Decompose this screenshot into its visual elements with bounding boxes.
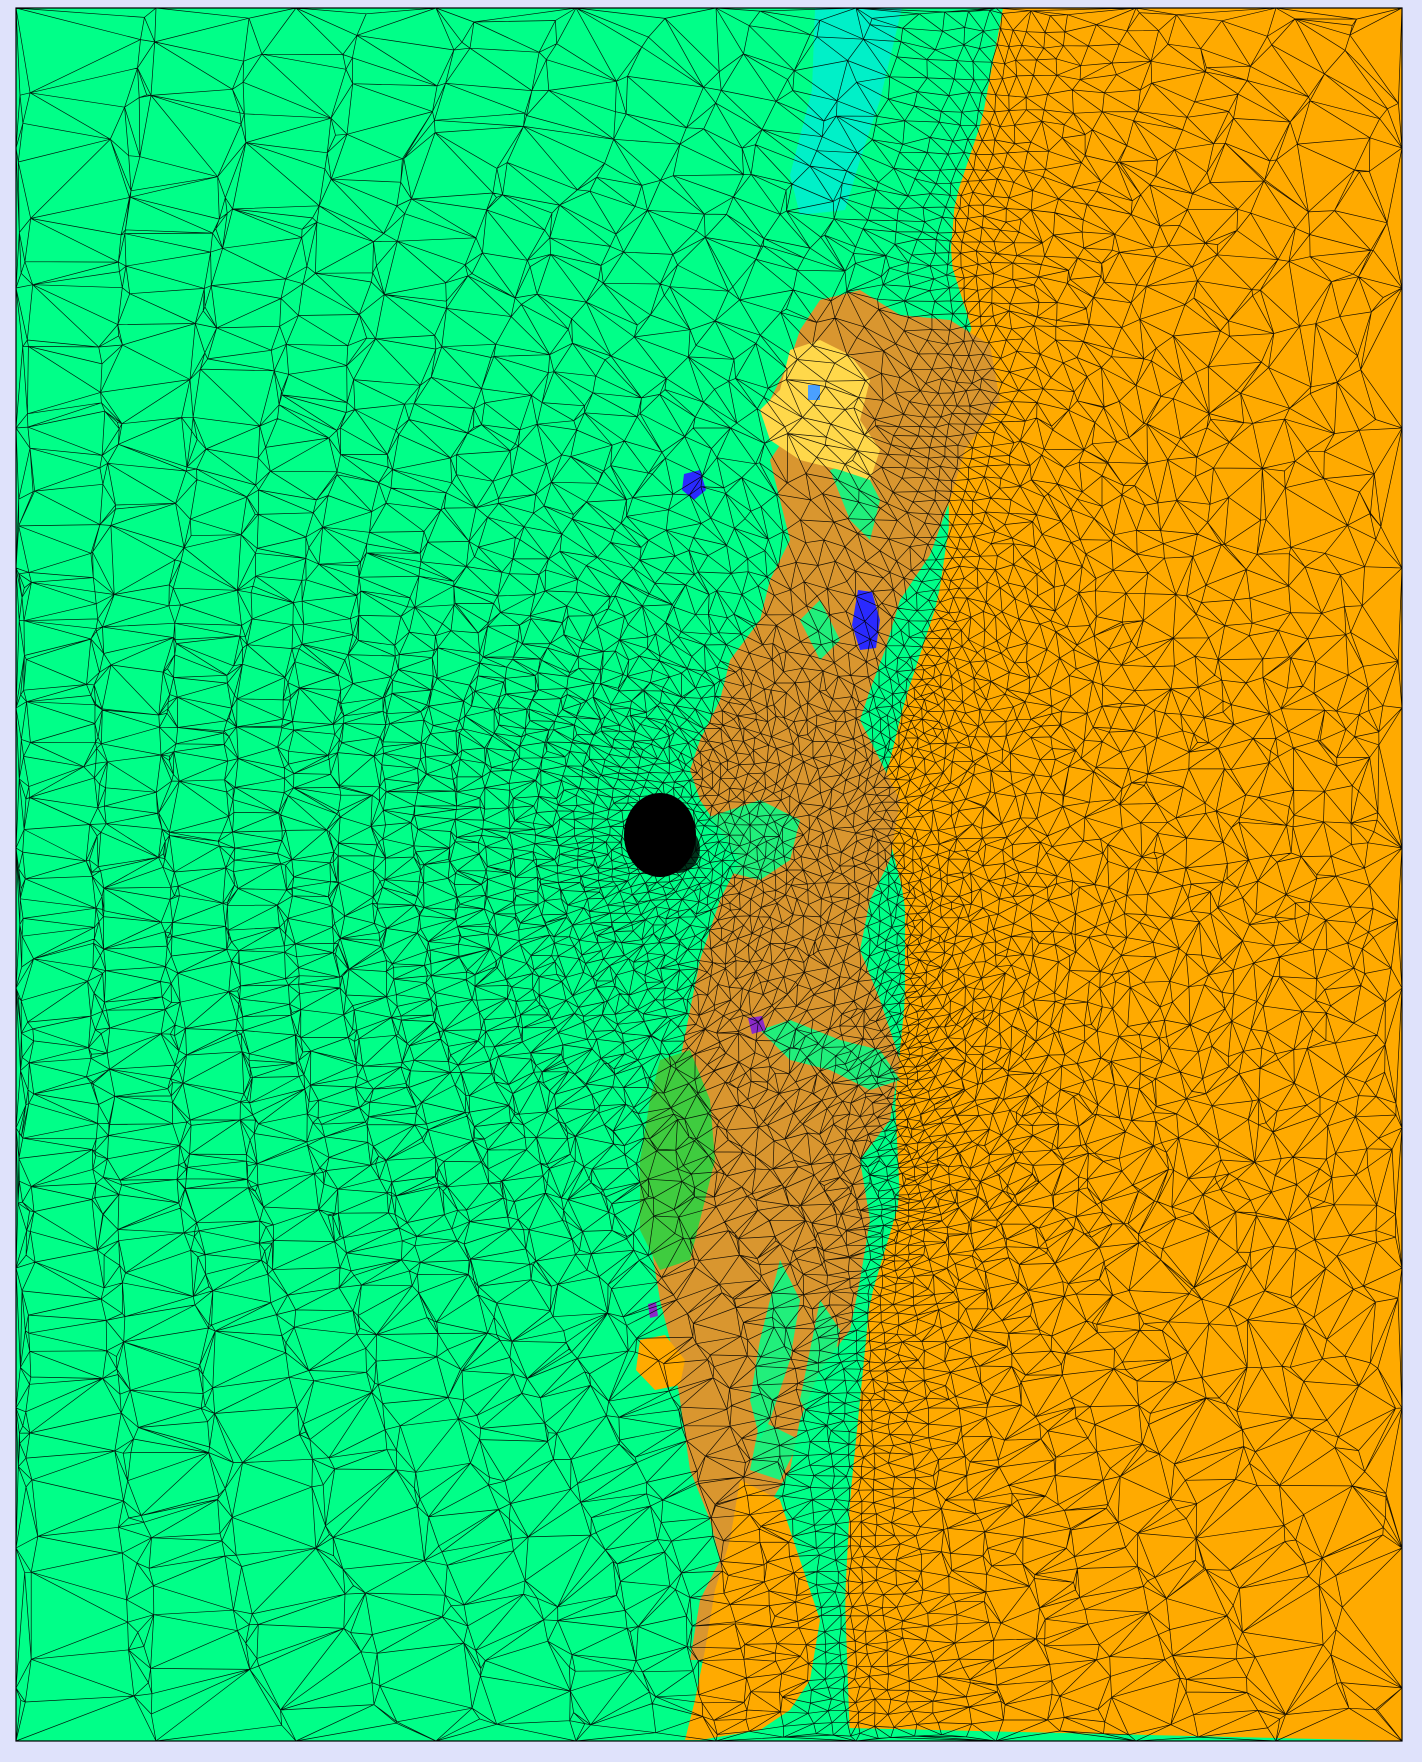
channel-5 <box>750 1420 800 1480</box>
region-wetland <box>640 1050 715 1270</box>
region-inland <box>845 8 1402 1741</box>
mesh-border <box>15 7 1403 1742</box>
channel-6 <box>830 460 880 540</box>
refinement-core-halo <box>656 825 700 873</box>
mesh-detail <box>624 793 700 877</box>
region-southern-islet <box>636 1335 685 1390</box>
region-inlet-1 <box>748 1016 766 1034</box>
region-northern-lake <box>760 340 880 480</box>
region-northern-shelf <box>790 8 902 215</box>
region-inlet-2 <box>648 1302 658 1318</box>
channel-7 <box>800 600 840 660</box>
region-pond <box>808 385 820 400</box>
